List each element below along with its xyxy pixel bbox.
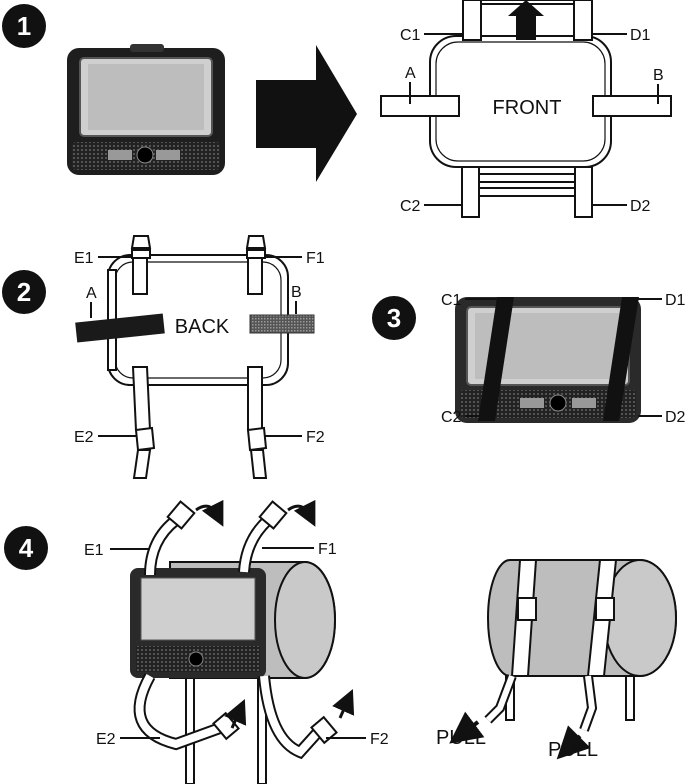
- big-arrow-icon: [256, 45, 357, 182]
- front-panel-illustration: [380, 0, 672, 218]
- headrest-label-e1: E1: [84, 542, 104, 559]
- mounted-label-c1: C1: [441, 292, 462, 309]
- step-4-group: 4: [4, 499, 677, 784]
- step-3-group: 3 C1 D1 C2 D2: [372, 292, 686, 426]
- step-1-badge: [2, 4, 46, 48]
- final-headrest-illustration: [449, 559, 677, 760]
- step-3-badge: [372, 296, 416, 340]
- step-3-number: 3: [387, 303, 401, 333]
- headrest-label-f1: F1: [318, 541, 337, 558]
- back-title: BACK: [175, 316, 230, 338]
- headrest-label-e2: E2: [96, 731, 116, 748]
- step-4-number: 4: [19, 533, 34, 563]
- mounted-label-c2: C2: [441, 409, 462, 426]
- front-label-b: B: [653, 67, 664, 84]
- back-label-f1: F1: [306, 250, 325, 267]
- front-label-c1: C1: [400, 27, 421, 44]
- mounted-player-illustration: [455, 297, 641, 423]
- back-strap-b: [249, 314, 315, 334]
- back-label-e2: E2: [74, 429, 94, 446]
- back-strap-a: [75, 313, 165, 343]
- back-label-a: A: [86, 285, 97, 302]
- up-arrow-icon: [508, 0, 544, 40]
- pull-label-right: PULL: [548, 739, 598, 761]
- front-title: FRONT: [493, 97, 562, 119]
- front-label-d2: D2: [630, 198, 651, 215]
- back-label-f2: F2: [306, 429, 325, 446]
- dvd-player-illustration: [67, 44, 225, 175]
- front-label-a: A: [405, 65, 416, 82]
- headrest-label-f2: F2: [370, 731, 389, 748]
- back-label-e1: E1: [74, 250, 94, 267]
- step-4-badge: [4, 526, 48, 570]
- mounted-label-d2: D2: [665, 409, 686, 426]
- step-2-badge: [2, 270, 46, 314]
- front-label-d1: D1: [630, 27, 651, 44]
- mounted-label-d1: D1: [665, 292, 686, 309]
- step-2-number: 2: [17, 277, 31, 307]
- front-label-c2: C2: [400, 198, 421, 215]
- pull-label-left: PULL: [436, 727, 486, 749]
- step-1-number: 1: [17, 11, 31, 41]
- step-1-group: 1 FRONT A: [2, 0, 672, 218]
- headrest-install-illustration: [130, 499, 355, 784]
- back-panel-illustration: [107, 235, 289, 479]
- back-label-b: B: [291, 284, 302, 301]
- step-2-group: 2 BACK A B E1 F1: [2, 235, 325, 479]
